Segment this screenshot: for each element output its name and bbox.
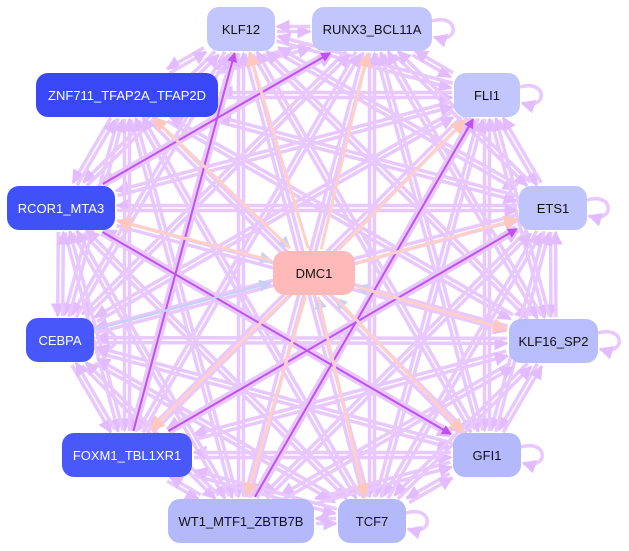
edge-from-hub-FOXM1_TBL1XR1: [149, 294, 290, 432]
edge-RCOR1_MTA3-GFI1: [100, 232, 451, 438]
edge-TCF7-GFI1: [408, 476, 454, 505]
edge-TCF7-ZNF711_TFAP2A_TFAP2D: [141, 116, 362, 497]
node-cebpa[interactable]: CEBPA: [26, 318, 94, 362]
edge-RCOR1_MTA3-FLI1: [117, 103, 454, 198]
node-klf16-sp2[interactable]: KLF16_SP2: [509, 319, 598, 363]
edge-FOXM1_TBL1XR1-KLF16_SP2: [194, 352, 509, 442]
self-loop-TCF7: [405, 509, 429, 540]
edge-strong-FOXM1_TBL1XR1-ETS1: [167, 228, 518, 432]
node-ets1[interactable]: ETS1: [519, 186, 587, 230]
node-foxm1-tbl1xr1[interactable]: FOXM1_TBL1XR1: [62, 433, 192, 477]
node-fli1[interactable]: FLI1: [454, 73, 520, 117]
edge-GFI1-KLF16_SP2: [501, 365, 544, 434]
edge-ZNF711_TFAP2A_TFAP2D-KLF12: [168, 50, 208, 75]
edge-CEBPA-RCOR1_MTA3: [56, 230, 71, 317]
edge-KLF16_SP2-CEBPA: [94, 330, 508, 345]
edge-RCOR1_MTA3-CEBPA: [50, 231, 65, 318]
edge-FLI1-CEBPA: [93, 111, 452, 319]
node-klf12[interactable]: KLF12: [207, 7, 275, 51]
edge-TCF7-CEBPA: [96, 357, 339, 500]
edge-RCOR1_MTA3-ZNF711_TFAP2A_TFAP2D: [75, 119, 117, 187]
edge-from-hub-WT1_MTF1_ZBTB7B: [243, 296, 307, 499]
edge-strong-WT1_MTF1_ZBTB7B-FLI1: [253, 118, 475, 498]
edge-CEBPA-FLI1: [96, 115, 455, 324]
edge-GFI1-KLF12: [255, 50, 477, 431]
edge-WT1_MTF1_ZBTB7B-ZNF711_TFAP2A_TFAP2D: [132, 117, 239, 497]
self-loop-RUNX3_BCL11A: [431, 17, 455, 48]
edge-from-hub-FLI1: [337, 118, 466, 252]
edge-from-hub-RUNX3_BCL11A: [319, 51, 372, 250]
self-loop-CEBPA: [93, 328, 117, 359]
self-loop-ETS1: [586, 196, 610, 227]
edge-WT1_MTF1_ZBTB7B-RCOR1_MTA3: [75, 229, 231, 497]
edge-WT1_MTF1_ZBTB7B-FOXM1_TBL1XR1: [168, 475, 202, 497]
self-loop-GFI1: [520, 443, 544, 474]
edge-strong-FOXM1_TBL1XR1-KLF12: [132, 52, 238, 432]
edge-from-hub-RCOR1_MTA3: [115, 217, 272, 262]
edge-TCF7-KLF16_SP2: [396, 365, 533, 501]
edge-WT1_MTF1_ZBTB7B-FLI1: [255, 119, 477, 500]
edge-ETS1-FOXM1_TBL1XR1: [165, 225, 517, 431]
node-gfi1[interactable]: GFI1: [453, 433, 521, 477]
edge-from-hub-ZNF711_TFAP2A_TFAP2D: [152, 116, 291, 249]
edge-strong-RCOR1_MTA3-GFI1: [101, 231, 452, 435]
edge-TCF7-FOXM1_TBL1XR1: [193, 467, 338, 511]
edge-ZNF711_TFAP2A_TFAP2D-KLF16_SP2: [166, 119, 512, 321]
edge-ETS1-ZNF711_TFAP2A_TFAP2D: [216, 113, 519, 198]
self-loop-FLI1: [519, 83, 543, 114]
edge-ZNF711_TFAP2A_TFAP2D-TCF7: [137, 119, 358, 500]
edge-FOXM1_TBL1XR1-CEBPA: [74, 361, 117, 431]
edge-from-hub-GFI1: [334, 297, 465, 434]
edge-from-hub-ETS1: [356, 215, 519, 265]
edge-FLI1-RUNX3_BCL11A: [413, 49, 455, 75]
node-wt1-mtf1-zbtb7b[interactable]: WT1_MTF1_ZBTB7B: [168, 499, 314, 543]
edge-to-hub-CEBPA: [95, 279, 272, 331]
edge-KLF16_SP2-FOXM1_TBL1XR1: [192, 349, 507, 439]
node-tcf7[interactable]: TCF7: [338, 499, 406, 543]
node-znf711-tfap2a-tfap2d[interactable]: ZNF711_TFAP2A_TFAP2D: [36, 73, 218, 117]
edge-GFI1-CEBPA: [95, 343, 453, 445]
self-loop-KLF16_SP2: [597, 329, 621, 360]
edge-RUNX3_BCL11A-RCOR1_MTA3: [100, 49, 330, 184]
edge-FOXM1_TBL1XR1-ETS1: [168, 229, 520, 435]
node-dmc1[interactable]: DMC1: [273, 251, 355, 295]
edge-from-hub-KLF16_SP2: [356, 285, 509, 333]
edge-KLF16_SP2-ZNF711_TFAP2A_TFAP2D: [168, 115, 515, 317]
edge-GFI1-RCOR1_MTA3: [102, 228, 454, 434]
node-rcor1-mta3[interactable]: RCOR1_MTA3: [7, 186, 115, 230]
edge-KLF12-ZNF711_TFAP2A_TFAP2D: [165, 46, 205, 71]
edge-ETS1-FLI1: [501, 116, 543, 184]
edge-TCF7-ETS1: [386, 232, 543, 500]
edge-from-hub-KLF12: [246, 51, 310, 249]
edge-KLF16_SP2-KLF12: [265, 49, 533, 317]
edge-from-hub-TCF7: [316, 296, 370, 499]
node-runx3-bcl11a[interactable]: RUNX3_BCL11A: [312, 7, 432, 51]
